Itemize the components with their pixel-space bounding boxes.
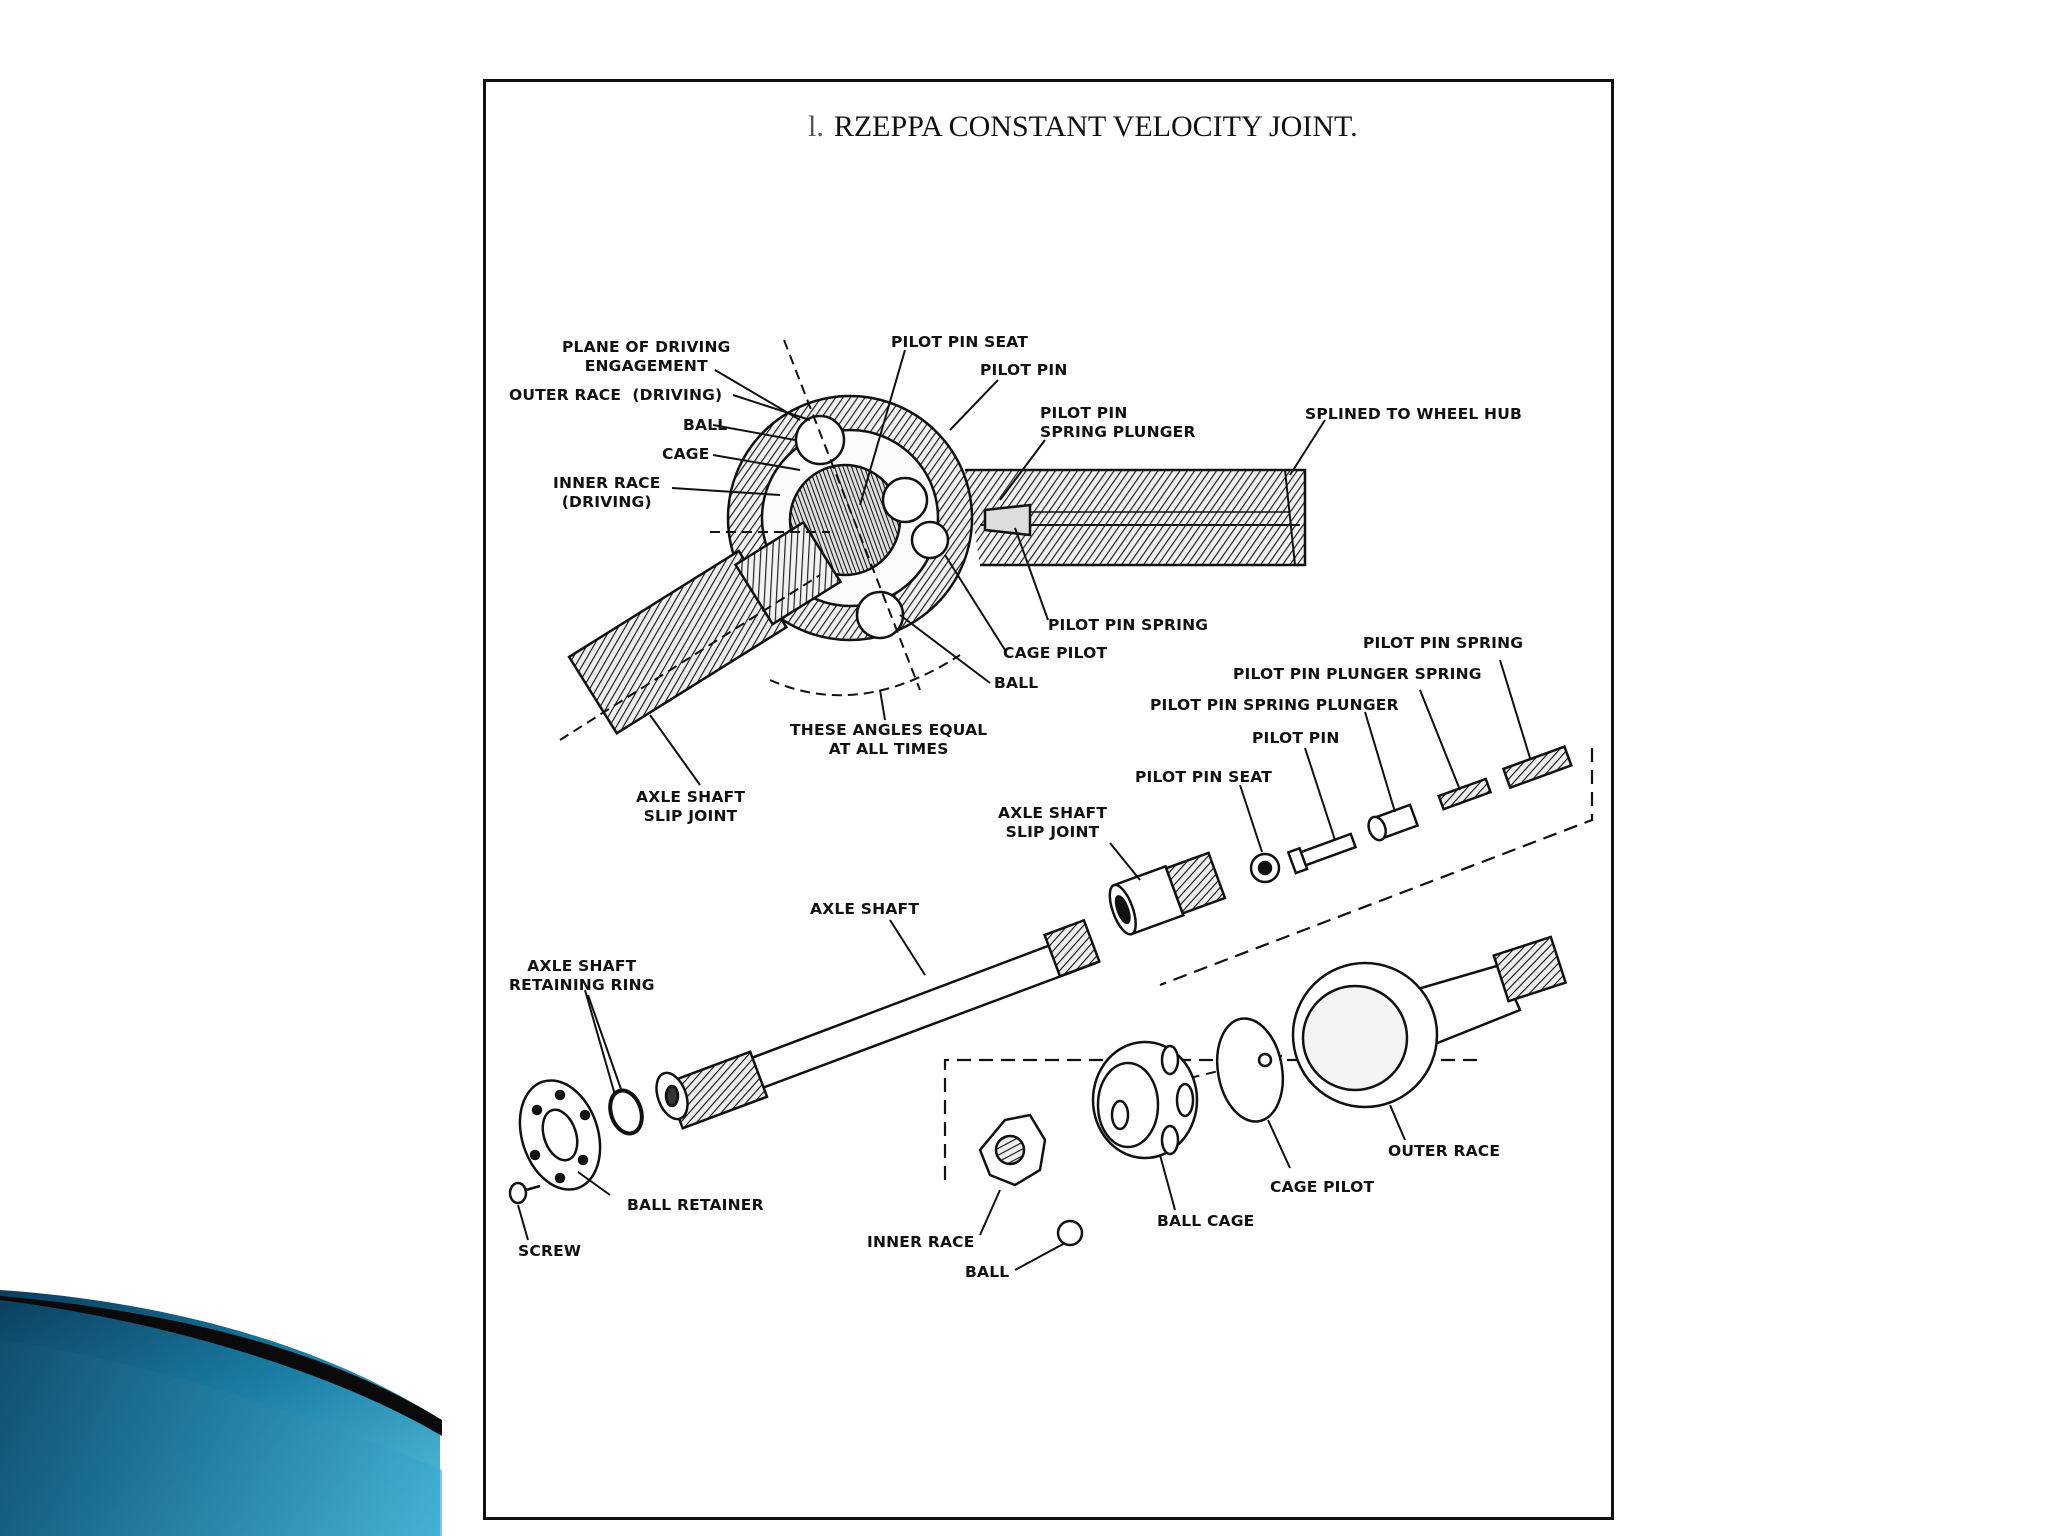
label-ball-top: BALL: [683, 416, 728, 434]
figure-frame: [483, 79, 1614, 1520]
figure-title-text: RZEPPA CONSTANT VELOCITY JOINT.: [833, 110, 1358, 143]
leader-lines-middle: [584, 659, 1531, 1096]
label-pilot-pin-seat-top: PILOT PIN SEAT: [891, 333, 1029, 351]
label-pilot-pin-spring-top: PILOT PIN SPRING: [1048, 616, 1209, 634]
label-pilot-pin-spring-plunger-right: PILOT PIN SPRING PLUNGER: [1150, 696, 1399, 714]
label-ball-mid: BALL: [994, 674, 1039, 692]
exploded-axle-shaft: [655, 745, 1594, 1130]
leader-lines-top: [649, 349, 1326, 786]
label-axle-shaft: AXLE SHAFT: [810, 900, 920, 918]
label-outer-race-driving: OUTER RACE (DRIVING): [509, 386, 723, 404]
label-axle-shaft-slip-joint-top: AXLE SHAFT SLIP JOINT: [636, 788, 746, 825]
label-cage-top: CAGE: [662, 445, 710, 463]
label-axle-shaft-retaining-ring: AXLE SHAFT RETAINING RING: [509, 957, 655, 994]
ball-retainer-assembly: [508, 1079, 644, 1205]
label-pilot-pin-plunger-spring: PILOT PIN PLUNGER SPRING: [1233, 665, 1482, 683]
label-splined-to-wheel-hub: SPLINED TO WHEEL HUB: [1305, 405, 1523, 423]
leader-lines-bottom-left: [517, 994, 623, 1241]
label-axle-shaft-slip-joint-mid: AXLE SHAFT SLIP JOINT: [998, 804, 1108, 841]
label-outer-race: OUTER RACE: [1388, 1142, 1501, 1160]
label-inner-race: INNER RACE: [867, 1233, 975, 1251]
label-pilot-pin-spring-right: PILOT PIN SPRING: [1363, 634, 1524, 652]
label-screw: SCREW: [518, 1242, 582, 1260]
label-pilot-pin-spring-plunger-top: PILOT PIN SPRING PLUNGER: [1040, 404, 1196, 441]
label-ball-bottom: BALL: [965, 1263, 1010, 1281]
label-ball-cage: BALL CAGE: [1157, 1212, 1255, 1230]
assembled-joint: [559, 339, 1307, 741]
label-these-angles-equal: THESE ANGLES EQUAL AT ALL TIMES: [790, 721, 988, 758]
label-cage-pilot-top: CAGE PILOT: [1003, 644, 1108, 662]
label-pilot-pin-right: PILOT PIN: [1252, 729, 1340, 747]
leader-lines-bottom-right: [979, 1104, 1406, 1271]
label-pilot-pin-top: PILOT PIN: [980, 361, 1068, 379]
figure-title-prefix: l.: [808, 110, 824, 143]
cv-joint-exploded: [943, 935, 1568, 1247]
label-pilot-pin-seat-right: PILOT PIN SEAT: [1135, 768, 1273, 786]
label-plane-of-driving-engagement: PLANE OF DRIVING ENGAGEMENT: [562, 338, 731, 375]
label-cage-pilot-bottom: CAGE PILOT: [1270, 1178, 1375, 1196]
label-inner-race-driving: INNER RACE (DRIVING): [553, 474, 661, 511]
label-ball-retainer: BALL RETAINER: [627, 1196, 764, 1214]
figure-title: l. RZEPPA CONSTANT VELOCITY JOINT.: [808, 110, 1358, 144]
